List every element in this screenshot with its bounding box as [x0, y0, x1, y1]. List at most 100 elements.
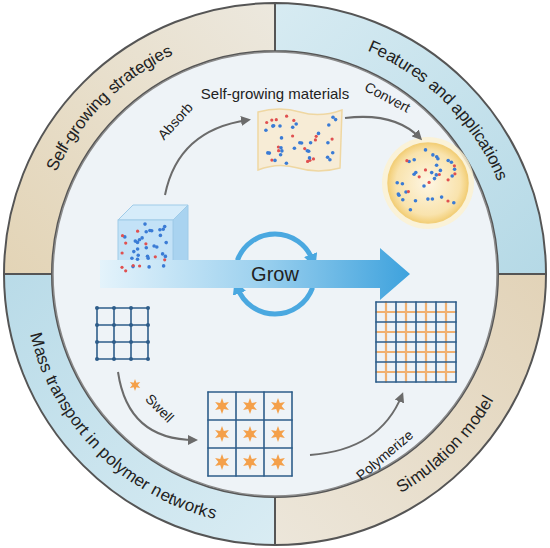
network-strand — [455, 302, 457, 382]
crosslink — [129, 340, 133, 344]
monomer-star — [215, 454, 229, 470]
network-strand — [208, 475, 292, 477]
monomer-star — [271, 398, 285, 414]
molecule-dot — [146, 257, 150, 261]
molecule-dot — [428, 181, 431, 184]
molecule-dot — [279, 153, 283, 157]
molecule-dot — [303, 147, 306, 150]
molecule-dot — [270, 159, 273, 162]
molecule-dot — [264, 129, 268, 133]
molecule-dot — [397, 192, 401, 196]
molecule-dot — [273, 159, 277, 163]
molecule-dot — [132, 264, 135, 267]
molecule-dot — [414, 171, 418, 175]
molecule-dot — [154, 255, 157, 258]
molecule-dot — [138, 264, 141, 267]
network-strand — [96, 308, 98, 359]
molecule-dot — [446, 199, 449, 202]
molecule-dot — [291, 134, 294, 137]
network-strand — [263, 392, 265, 476]
molecule-dot — [453, 167, 457, 171]
molecule-dot — [435, 163, 439, 167]
molecule-dot — [430, 171, 434, 175]
molecule-dot — [306, 149, 310, 153]
molecule-dot — [292, 119, 295, 122]
molecule-dot — [306, 160, 309, 163]
molecule-dot — [452, 201, 456, 205]
molecule-dot — [285, 162, 289, 166]
network-strand — [376, 341, 456, 343]
molecule-dot — [132, 250, 136, 254]
molecule-dot — [328, 158, 332, 162]
molecule-dot — [294, 122, 298, 126]
molecule-dot — [279, 146, 283, 150]
molecule-dot — [147, 265, 151, 269]
molecule-dot — [431, 153, 435, 157]
molecule-dot — [278, 124, 282, 128]
network-strand — [208, 391, 292, 393]
monomer-star — [271, 426, 285, 442]
crosslink — [95, 306, 99, 310]
molecule-dot — [130, 257, 134, 261]
molecule-dot — [120, 266, 123, 269]
network-strand — [97, 341, 148, 343]
molecule-dot — [121, 251, 124, 254]
molecule-dot — [300, 141, 304, 145]
molecule-dot — [331, 138, 334, 141]
molecule-dot — [433, 177, 437, 181]
molecule-dot — [309, 141, 313, 145]
crosslink — [112, 340, 116, 344]
monomer-star — [130, 379, 140, 391]
molecule-dot — [312, 157, 315, 160]
molecule-dot — [143, 222, 147, 226]
molecule-dot — [121, 234, 124, 237]
molecule-dot — [440, 195, 444, 199]
crosslink — [146, 323, 150, 327]
molecule-dot — [407, 190, 410, 193]
molecule-dot — [426, 197, 430, 201]
molecule-dot — [124, 242, 127, 245]
molecule-dot — [395, 181, 399, 185]
molecule-dot — [450, 161, 454, 165]
molecule-dot — [414, 199, 418, 203]
molecule-dot — [317, 132, 321, 136]
molecule-dot — [447, 178, 450, 181]
crosslink — [95, 323, 99, 327]
molecule-dot — [136, 247, 140, 251]
molecule-dot — [270, 119, 273, 122]
network-strand — [208, 419, 292, 421]
molecule-dot — [453, 164, 456, 167]
molecule-dot — [268, 151, 272, 155]
crosslink — [112, 306, 116, 310]
molecule-dot — [280, 149, 284, 153]
monomer-star — [243, 454, 257, 470]
molecule-dot — [164, 255, 168, 259]
molecule-dot — [418, 175, 421, 178]
molecule-dot — [148, 229, 152, 233]
molecule-dot — [446, 159, 450, 163]
molecule-dot — [436, 157, 440, 161]
molecule-dot — [326, 141, 330, 145]
network-strand — [147, 308, 149, 359]
molecule-dot — [315, 135, 318, 138]
molecule-dot — [144, 230, 148, 234]
molecule-dot — [431, 197, 435, 201]
network-strand — [130, 308, 132, 359]
molecule-dot — [401, 198, 405, 202]
molecule-dot — [409, 208, 413, 212]
molecule-dot — [291, 126, 295, 130]
molecule-dot — [314, 138, 317, 141]
network-strand — [235, 392, 237, 476]
molecule-dot — [158, 228, 162, 232]
molecule-dot — [131, 265, 135, 269]
molecule-dot — [124, 269, 127, 272]
molecule-dot — [272, 124, 276, 128]
network-strand — [97, 324, 148, 326]
molecule-dot — [136, 253, 140, 257]
molecule-dot — [164, 241, 168, 245]
molecule-dot — [161, 227, 165, 231]
crosslink — [129, 357, 133, 361]
monomer-star — [215, 398, 229, 414]
molecule-dot — [136, 241, 140, 245]
